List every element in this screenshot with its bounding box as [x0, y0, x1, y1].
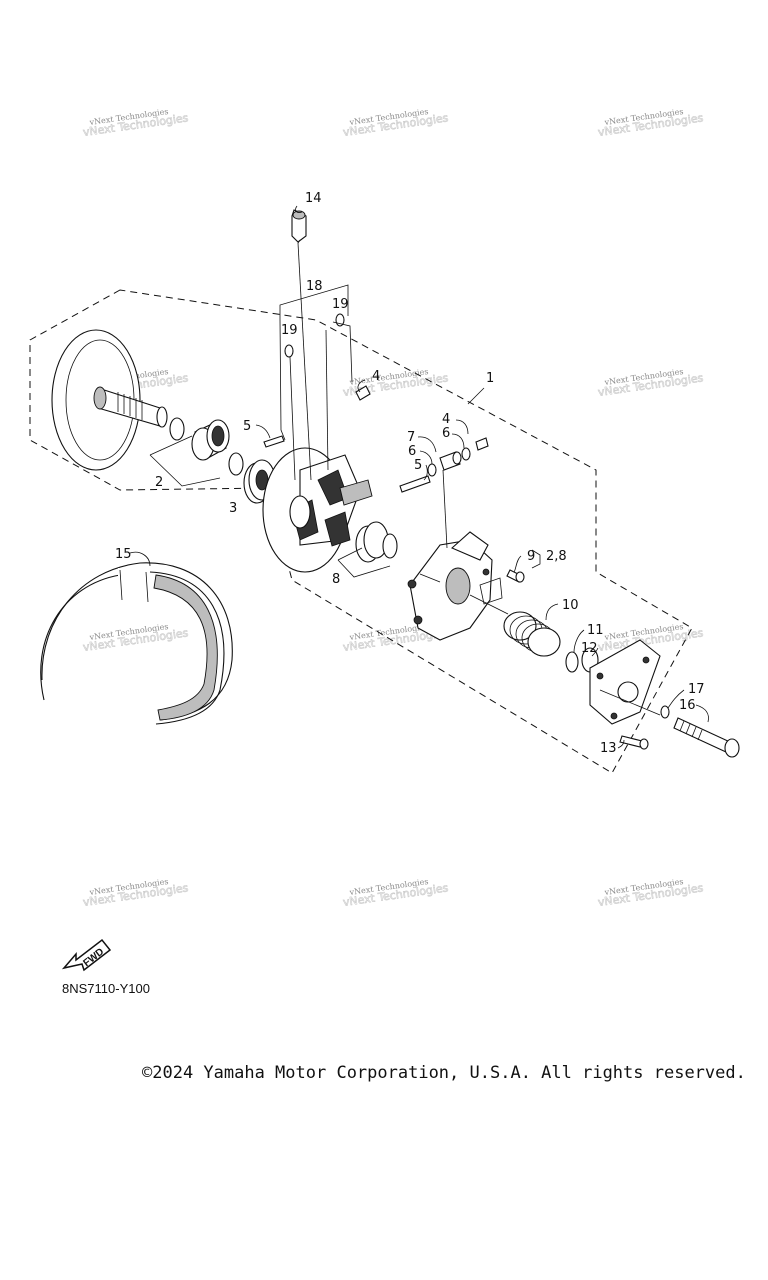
leader-8 [337, 559, 391, 578]
callout-11: 11 [587, 623, 604, 638]
callout-18: 18 [306, 279, 323, 294]
weight-14 [291, 209, 307, 243]
drive-belt-15 [40, 562, 233, 725]
callout-9: 9 [527, 549, 535, 564]
spring-10 [503, 611, 561, 657]
callout-6-lower: 6 [408, 444, 416, 459]
movable-sheave [262, 447, 373, 573]
snap-ring-11 [565, 651, 579, 673]
callout-8: 8 [332, 572, 340, 587]
washer-ring [169, 417, 185, 441]
screw-4-upper [475, 437, 489, 451]
bushing-2 [191, 419, 230, 461]
callout-7: 7 [407, 430, 415, 445]
callout-19-left: 19 [281, 323, 298, 338]
callout-4-upper: 4 [442, 412, 450, 427]
collar-8 [355, 521, 398, 563]
bolt-16 [673, 717, 740, 758]
callout-16: 16 [679, 698, 696, 713]
spider-cam-plate [407, 531, 503, 641]
callout-9-ref: 2,8 [546, 549, 567, 564]
roller-7 [439, 451, 462, 471]
callout-1: 1 [486, 371, 494, 386]
leader-lines [279, 239, 661, 716]
callout-5-upper: 5 [243, 419, 251, 434]
callout-12: 12 [581, 641, 598, 656]
callout-19-right: 19 [332, 297, 349, 312]
copyright-notice: ©2024 Yamaha Motor Corporation, U.S.A. A… [142, 1063, 746, 1083]
callout-10: 10 [562, 598, 579, 613]
callout-5-lower: 5 [414, 458, 422, 473]
bearing-3 [243, 459, 276, 504]
callouts: 14 18 19 19 4 1 5 4 6 7 6 5 2 3 15 9 2,8… [115, 191, 705, 756]
bolt-13 [619, 735, 649, 750]
bolt-9 [506, 569, 525, 583]
seal-ring [228, 452, 244, 476]
pin-5-upper [263, 435, 285, 448]
primary-sheave [51, 329, 168, 471]
callout-14: 14 [305, 191, 322, 206]
clip-19-left [284, 344, 294, 358]
fwd-arrow: FWD [61, 934, 114, 974]
callout-4-inner: 4 [372, 369, 380, 384]
callout-leaders [129, 205, 709, 749]
callout-6-upper: 6 [442, 426, 450, 441]
screw-4-inner [355, 385, 371, 401]
cover-plate [589, 639, 661, 725]
callout-15: 15 [115, 547, 132, 562]
fwd-arrow-icon: FWD [61, 938, 112, 972]
assembly-boundary-1 [29, 289, 693, 774]
callout-2: 2 [155, 475, 163, 490]
callout-3: 3 [229, 501, 237, 516]
leader-2 [149, 454, 221, 487]
pin-5-lower [399, 475, 431, 493]
washer-6-upper [461, 447, 471, 461]
callout-13: 13 [600, 741, 617, 756]
washer-6-lower [427, 463, 437, 477]
washer-17 [660, 705, 670, 719]
diagram-code: 8NS7110-Y100 [62, 981, 150, 996]
callout-17: 17 [688, 682, 705, 697]
